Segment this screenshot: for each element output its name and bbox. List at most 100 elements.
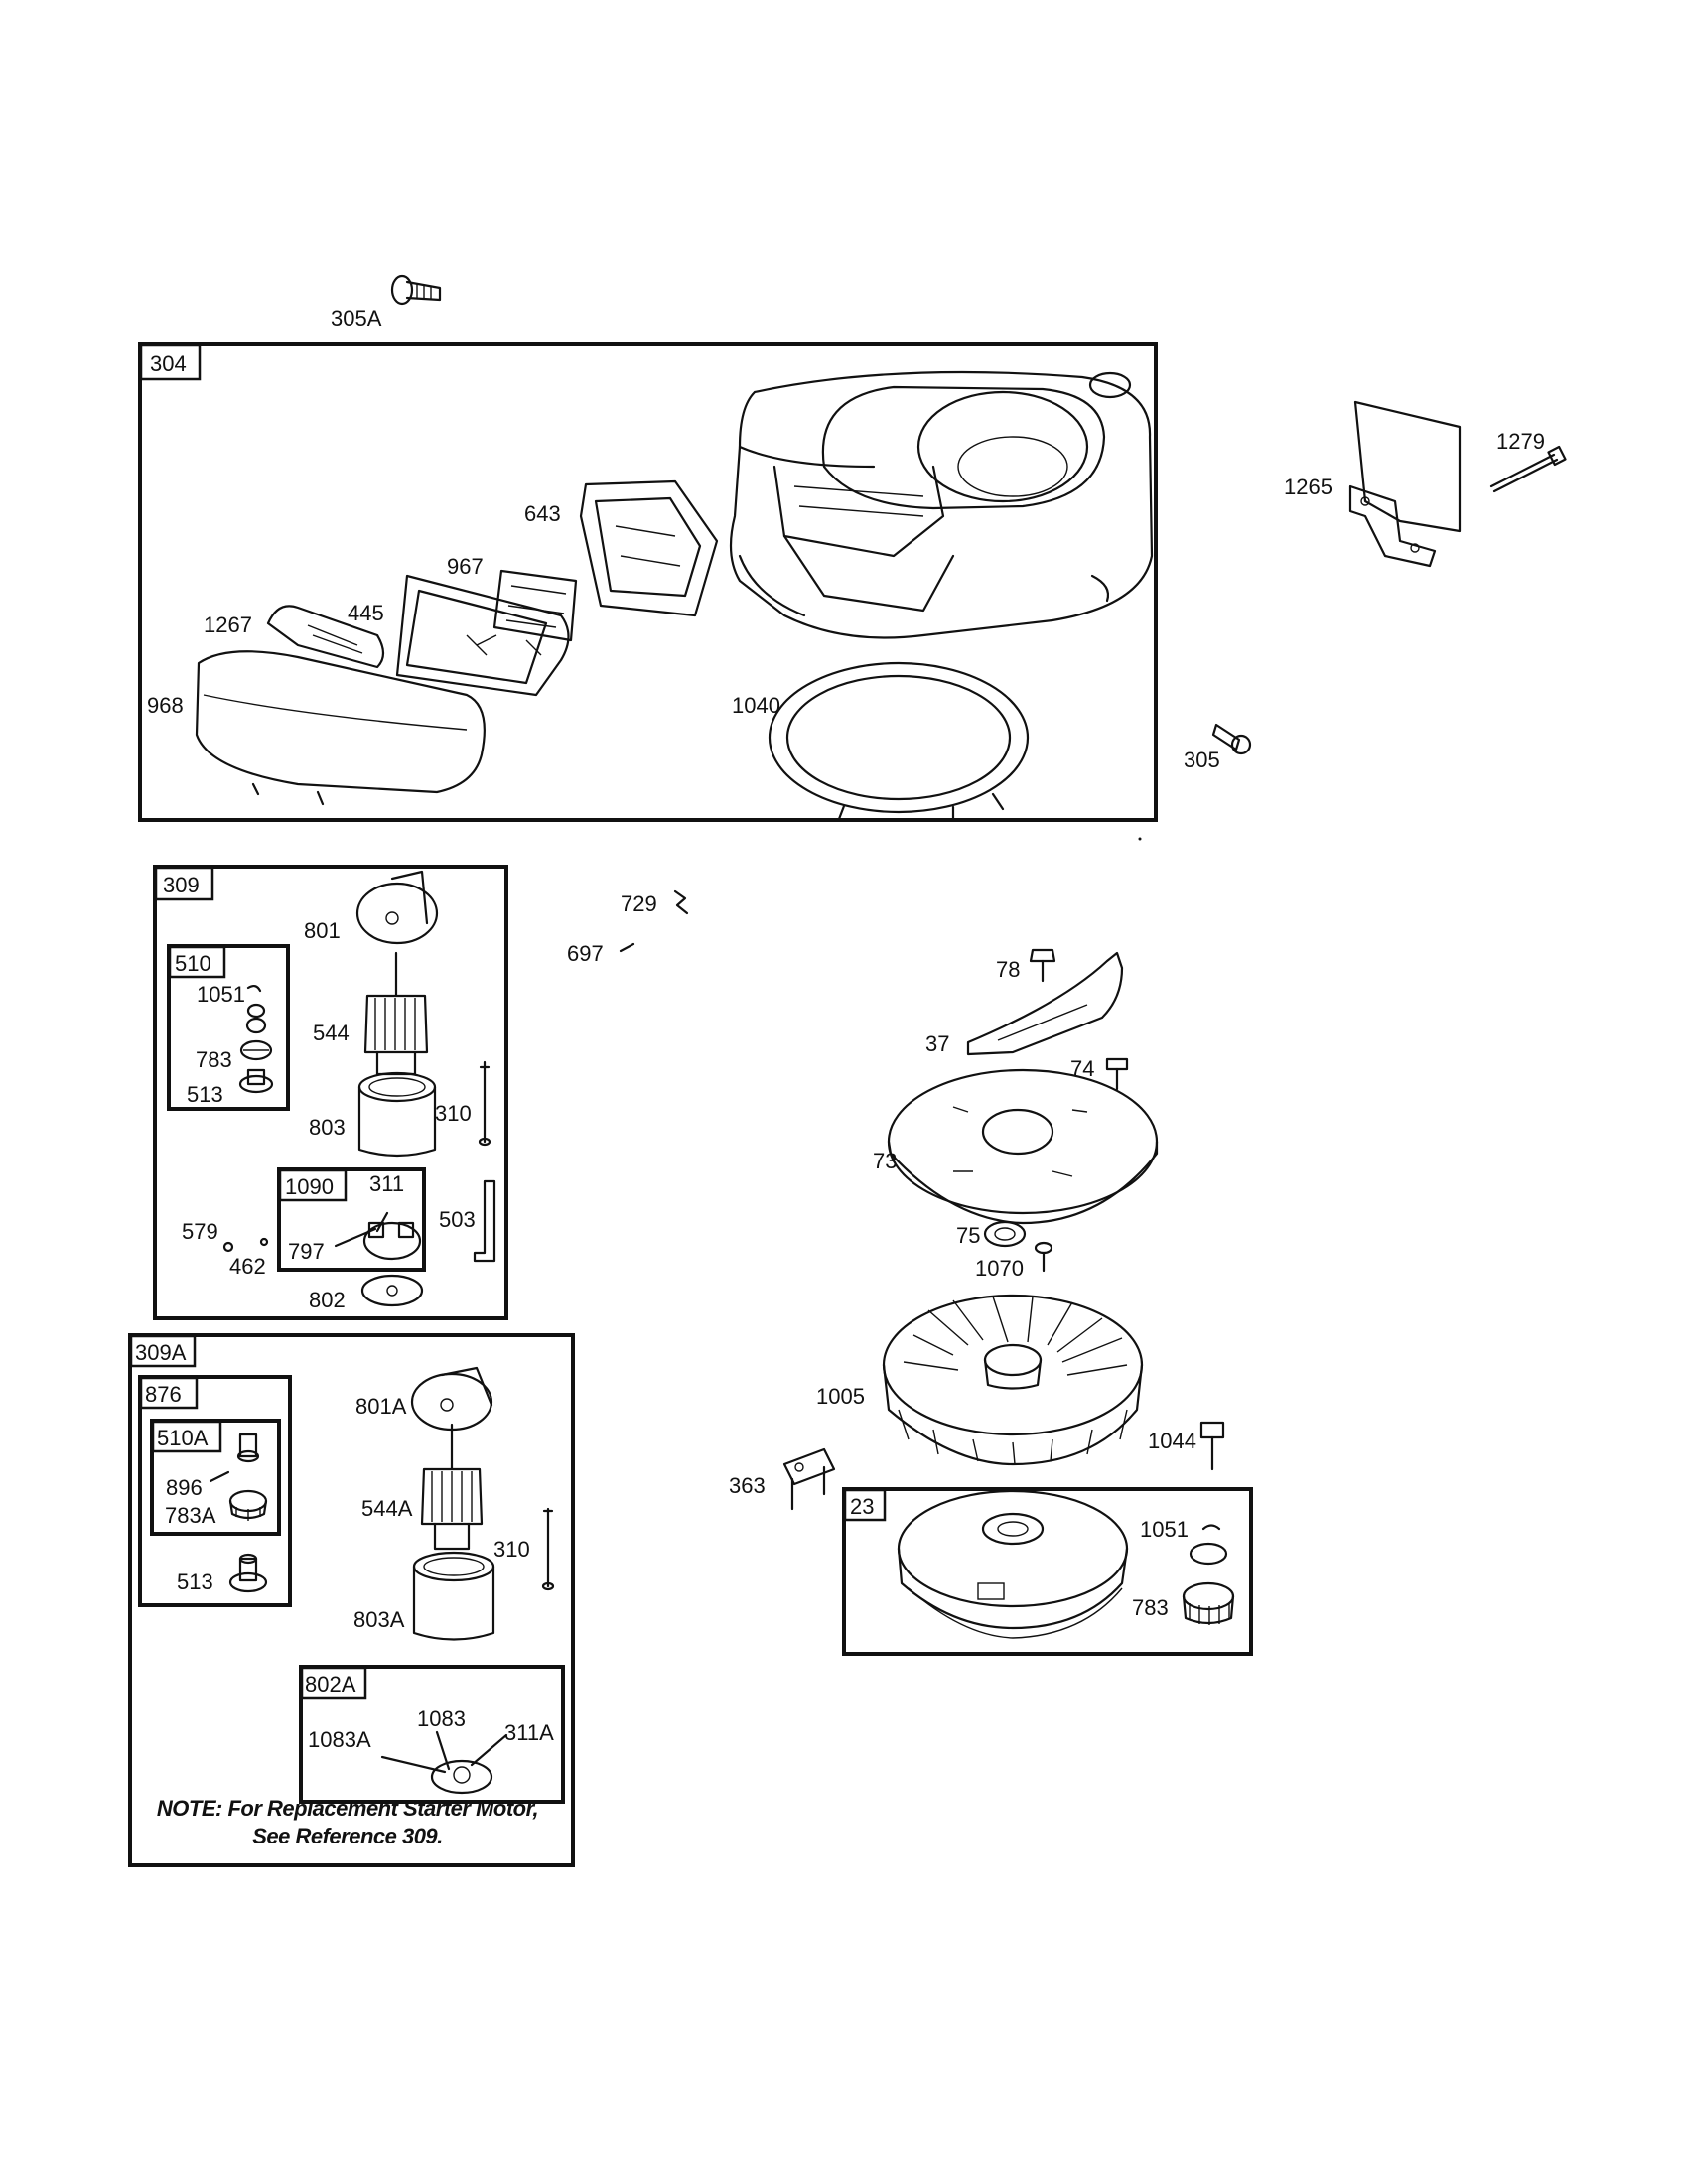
tag-304: 304 xyxy=(139,343,202,381)
label-729: 729 xyxy=(621,891,657,916)
part-513-876-drawing xyxy=(228,1553,268,1593)
part-503-bracket-drawing xyxy=(473,1179,496,1263)
label-1005: 1005 xyxy=(816,1384,865,1409)
screw-305a-drawing xyxy=(390,274,442,306)
part-310-bolt-drawing xyxy=(478,1060,491,1147)
part-78-bolt-drawing xyxy=(1029,948,1056,983)
label-1267: 1267 xyxy=(204,613,252,637)
group-1090-frame xyxy=(277,1167,426,1272)
label-78: 78 xyxy=(996,957,1020,982)
label-803: 803 xyxy=(309,1115,346,1140)
part-729-drawing xyxy=(673,889,689,915)
group-23-frame xyxy=(842,1487,1253,1656)
part-544a-armature-drawing xyxy=(420,1423,484,1551)
group-304-frame xyxy=(138,342,1158,822)
label-797: 797 xyxy=(288,1239,325,1264)
label-462: 462 xyxy=(229,1254,266,1279)
part-37-shield-drawing xyxy=(966,951,1124,1056)
part-1051-spring-drawing xyxy=(246,984,262,993)
label-801A: 801A xyxy=(355,1394,407,1419)
part-801a-drawing xyxy=(410,1366,493,1432)
tag-309A: 309A xyxy=(129,1334,197,1368)
label-363: 363 xyxy=(729,1473,766,1498)
svg-text:510A: 510A xyxy=(157,1426,209,1450)
part-73-screen-drawing xyxy=(887,1068,1159,1225)
tag-510: 510 xyxy=(168,945,226,979)
label-967: 967 xyxy=(447,554,484,579)
part-968-drawing xyxy=(195,650,486,806)
label-1051-23: 1051 xyxy=(1140,1517,1189,1542)
label-310-309A: 310 xyxy=(493,1537,530,1562)
label-968: 968 xyxy=(147,693,184,718)
part-1090-brush-drawing xyxy=(334,1211,422,1261)
label-1044: 1044 xyxy=(1148,1429,1196,1453)
part-1040-drawing xyxy=(768,661,1030,821)
label-311: 311 xyxy=(369,1171,404,1196)
part-801-drawing xyxy=(355,870,439,945)
part-802a-plate-drawing xyxy=(380,1730,508,1795)
part-1265-drawing xyxy=(1348,400,1462,568)
screw-305-drawing xyxy=(1211,723,1252,755)
part-310-309a-bolt-drawing xyxy=(541,1507,555,1591)
svg-text:23: 23 xyxy=(850,1494,874,1519)
label-544A: 544A xyxy=(361,1496,413,1521)
part-783a-gear-drawing xyxy=(228,1489,268,1521)
part-510a-spring-drawing xyxy=(236,1433,260,1463)
part-967-drawing xyxy=(492,569,578,642)
label-783-510: 783 xyxy=(196,1047,232,1072)
label-544: 544 xyxy=(313,1021,350,1045)
label-75: 75 xyxy=(956,1223,980,1248)
label-579: 579 xyxy=(182,1219,218,1244)
label-305A: 305A xyxy=(331,306,382,331)
tag-802A: 802A xyxy=(300,1666,367,1700)
group-309-frame xyxy=(153,865,508,1320)
label-305: 305 xyxy=(1184,748,1220,772)
tag-1090: 1090 xyxy=(278,1168,348,1202)
part-75-washer-drawing xyxy=(983,1220,1027,1248)
part-445-drawing xyxy=(395,574,570,697)
label-74: 74 xyxy=(1070,1056,1094,1081)
part-1279-drawing xyxy=(1489,445,1567,493)
group-876-frame xyxy=(138,1375,292,1607)
label-802: 802 xyxy=(309,1288,346,1312)
note-line-1: NOTE: For Replacement Starter Motor, xyxy=(156,1796,539,1821)
label-311A: 311A xyxy=(504,1720,554,1745)
part-803a-housing-drawing xyxy=(412,1551,495,1641)
label-513-876: 513 xyxy=(177,1570,213,1594)
label-37: 37 xyxy=(925,1031,949,1056)
label-1279: 1279 xyxy=(1496,429,1545,454)
part-579-nut-drawing xyxy=(222,1241,234,1253)
label-1040: 1040 xyxy=(732,693,780,718)
label-896: 896 xyxy=(166,1475,203,1500)
label-783-23: 783 xyxy=(1132,1595,1169,1620)
tag-309: 309 xyxy=(154,866,214,901)
part-1267-drawing xyxy=(266,605,385,669)
part-1070-screw-drawing xyxy=(1034,1241,1053,1273)
label-803A: 803A xyxy=(353,1607,405,1632)
part-643-drawing xyxy=(579,479,719,617)
svg-text:1090: 1090 xyxy=(285,1174,334,1199)
label-503: 503 xyxy=(439,1207,476,1232)
svg-text:304: 304 xyxy=(150,351,187,376)
part-363-drawing xyxy=(782,1447,836,1511)
stray-dot xyxy=(1138,837,1142,841)
part-74-bolt-drawing xyxy=(1105,1057,1129,1091)
part-544-armature-drawing xyxy=(363,951,429,1076)
part-513-drawing xyxy=(238,1068,274,1094)
group-802A-frame xyxy=(299,1665,565,1804)
part-802-plate-drawing xyxy=(360,1274,424,1307)
blower-housing-drawing xyxy=(729,370,1154,639)
label-801: 801 xyxy=(304,918,341,943)
label-1070: 1070 xyxy=(975,1256,1024,1281)
label-643: 643 xyxy=(524,501,561,526)
part-803-housing-drawing xyxy=(357,1071,437,1158)
part-783-23-gear-drawing xyxy=(1182,1542,1235,1625)
note-line-2: See Reference 309. xyxy=(252,1824,443,1848)
label-1051-510: 1051 xyxy=(197,982,245,1007)
part-1005-fan-drawing xyxy=(882,1294,1144,1466)
tag-876: 876 xyxy=(139,1376,199,1410)
label-697: 697 xyxy=(567,941,604,966)
part-462-nut-drawing xyxy=(259,1237,269,1247)
label-1265: 1265 xyxy=(1284,475,1333,499)
